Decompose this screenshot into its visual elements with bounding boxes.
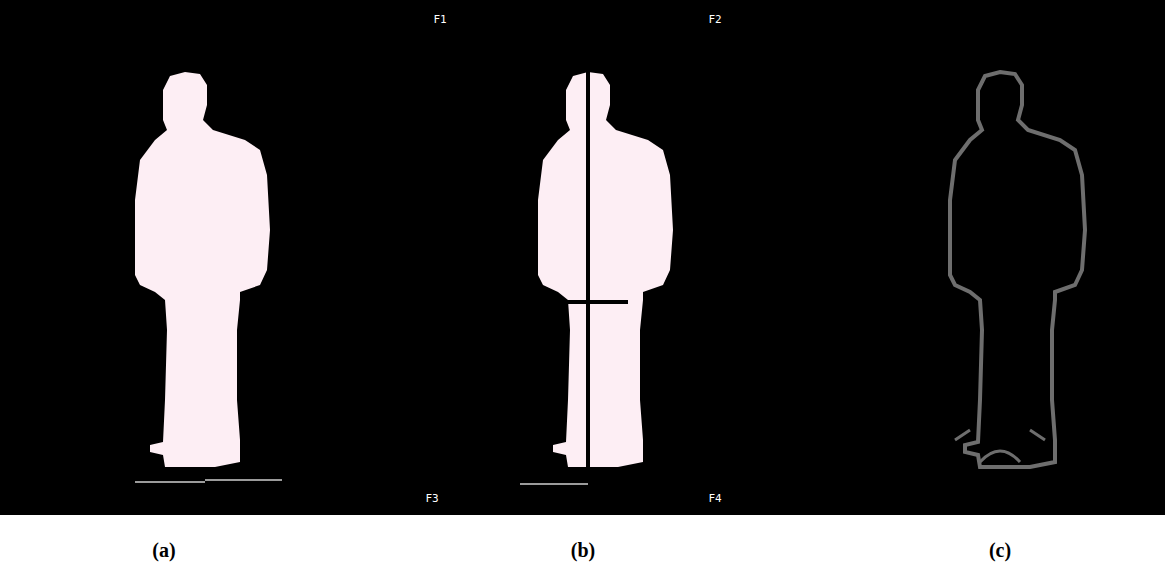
black-ground (0, 0, 1165, 515)
frame-label: F4 (708, 493, 721, 504)
silhouette-b (520, 72, 673, 484)
silhouette-a (135, 72, 282, 482)
frame-label: F2 (708, 14, 721, 25)
panel-label: (b) (571, 540, 595, 560)
panel-label: (c) (989, 540, 1011, 560)
silhouette-c (950, 72, 1085, 467)
panel-label: (a) (152, 540, 175, 560)
frame-label: F1 (433, 14, 446, 25)
frame-label: F3 (425, 493, 438, 504)
